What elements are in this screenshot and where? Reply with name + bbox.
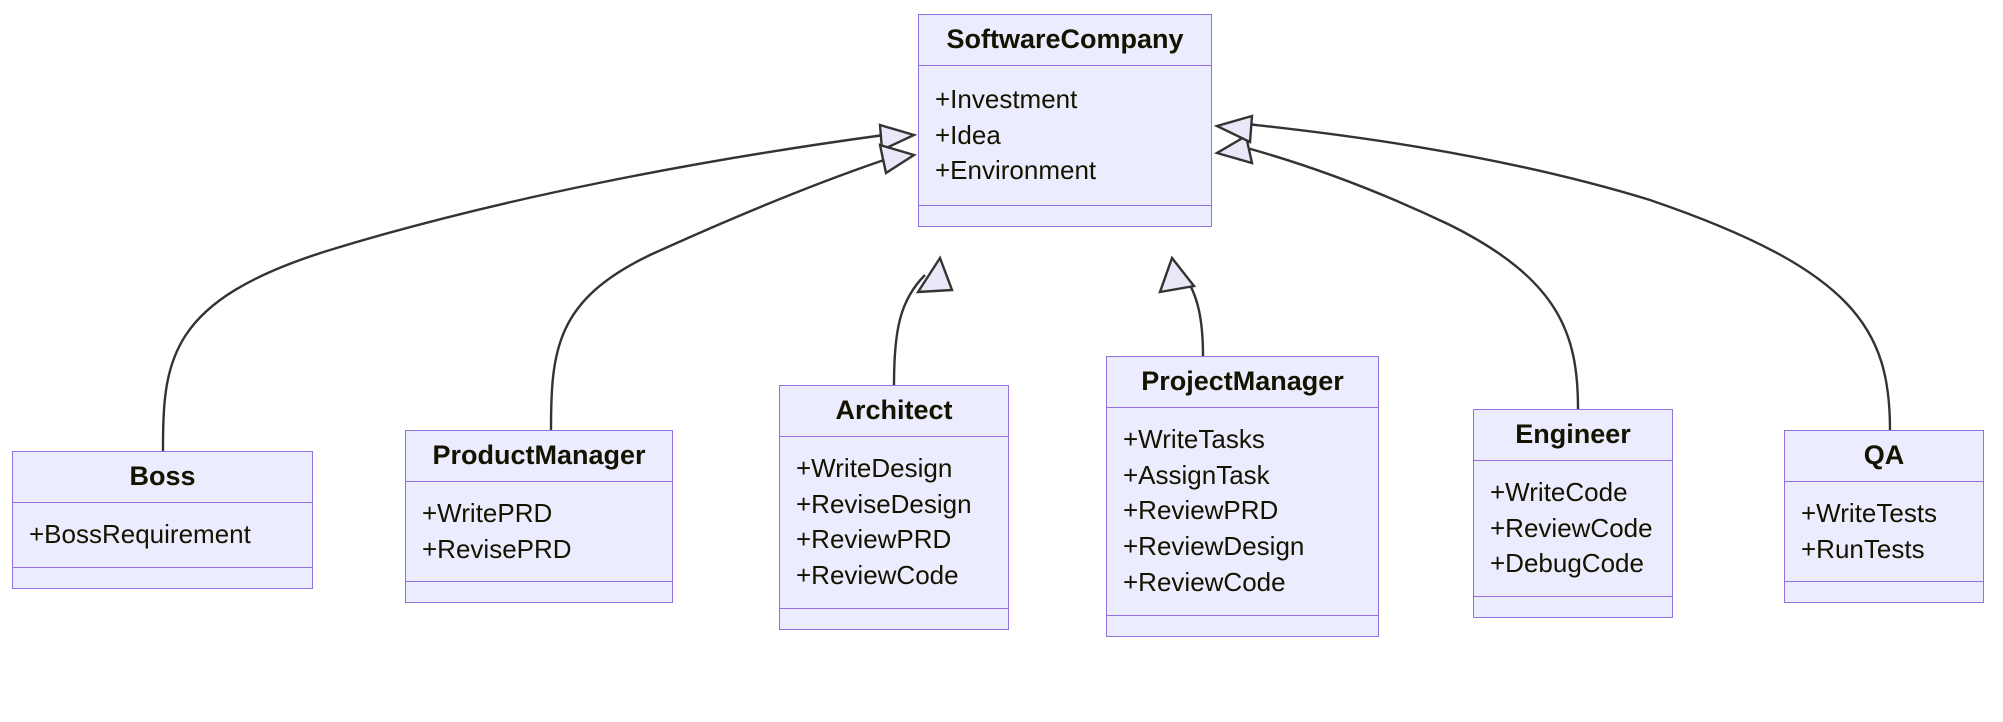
class-methods xyxy=(406,582,672,602)
generalization-arrowhead xyxy=(1213,134,1254,165)
class-attribute: +ReviewPRD xyxy=(796,524,952,555)
class-attributes: +Investment +Idea +Environment xyxy=(919,66,1211,207)
class-methods xyxy=(13,568,312,588)
class-node-qa[interactable]: QA +WriteTests +RunTests xyxy=(1784,430,1984,604)
class-attribute: +BossRequirement xyxy=(29,518,251,549)
class-title: Architect xyxy=(780,386,1008,437)
class-attribute: +ReviewCode xyxy=(796,560,959,591)
class-attribute: +Idea xyxy=(935,119,1001,150)
class-node-productmanager[interactable]: ProductManager +WritePRD +RevisePRD xyxy=(405,430,673,604)
class-attributes: +WriteTests +RunTests xyxy=(1785,482,1983,583)
class-methods xyxy=(919,206,1211,226)
class-title: SoftwareCompany xyxy=(919,15,1211,66)
class-attribute: +WriteTests xyxy=(1801,497,1938,528)
generalization-arrowhead xyxy=(878,143,917,175)
class-attributes: +BossRequirement xyxy=(13,503,312,568)
class-attribute: +ReviewCode xyxy=(1490,512,1653,543)
class-attribute: +AssignTask xyxy=(1123,459,1270,490)
class-attribute: +ReviewCode xyxy=(1123,567,1286,598)
class-node-softwarecompany[interactable]: SoftwareCompany +Investment +Idea +Envir… xyxy=(918,14,1212,228)
class-attributes: +WriteTasks +AssignTask +ReviewPRD +Revi… xyxy=(1107,408,1378,617)
class-title: ProductManager xyxy=(406,431,672,482)
class-title: QA xyxy=(1785,431,1983,482)
class-node-architect[interactable]: Architect +WriteDesign +ReviseDesign +Re… xyxy=(779,385,1009,631)
class-attributes: +WriteCode +ReviewCode +DebugCode xyxy=(1474,461,1672,598)
generalization-arrowhead xyxy=(878,123,918,152)
class-attribute: +WriteDesign xyxy=(796,452,953,483)
class-attribute: +ReviseDesign xyxy=(796,488,972,519)
class-attributes: +WriteDesign +ReviseDesign +ReviewPRD +R… xyxy=(780,437,1008,610)
class-title: Boss xyxy=(13,452,312,503)
class-attribute: +WritePRD xyxy=(422,497,553,528)
class-methods xyxy=(1107,616,1378,636)
class-attribute: +DebugCode xyxy=(1490,548,1644,579)
class-attribute: +Investment xyxy=(935,83,1078,114)
class-node-boss[interactable]: Boss +BossRequirement xyxy=(12,451,313,589)
class-methods xyxy=(780,609,1008,629)
class-node-projectmanager[interactable]: ProjectManager +WriteTasks +AssignTask +… xyxy=(1106,356,1379,638)
class-node-engineer[interactable]: Engineer +WriteCode +ReviewCode +DebugCo… xyxy=(1473,409,1673,619)
edge-projectmanager-to-softwarecompany xyxy=(1158,255,1205,357)
class-attribute: +ReviewPRD xyxy=(1123,495,1279,526)
class-attribute: +WriteCode xyxy=(1490,476,1628,507)
class-attributes: +WritePRD +RevisePRD xyxy=(406,482,672,583)
class-attribute: +Environment xyxy=(935,155,1097,186)
class-methods xyxy=(1474,597,1672,617)
generalization-arrowhead xyxy=(1158,255,1197,294)
class-attribute: +ReviewDesign xyxy=(1123,531,1305,562)
class-methods xyxy=(1785,582,1983,602)
edge-architect-to-softwarecompany xyxy=(892,255,954,386)
class-title: ProjectManager xyxy=(1107,357,1378,408)
generalization-arrowhead xyxy=(915,255,954,294)
class-attribute: +WriteTasks xyxy=(1123,423,1265,454)
class-title: Engineer xyxy=(1474,410,1672,461)
class-attribute: +RunTests xyxy=(1801,533,1925,564)
generalization-arrowhead xyxy=(1213,114,1254,144)
class-attribute: +RevisePRD xyxy=(422,533,572,564)
